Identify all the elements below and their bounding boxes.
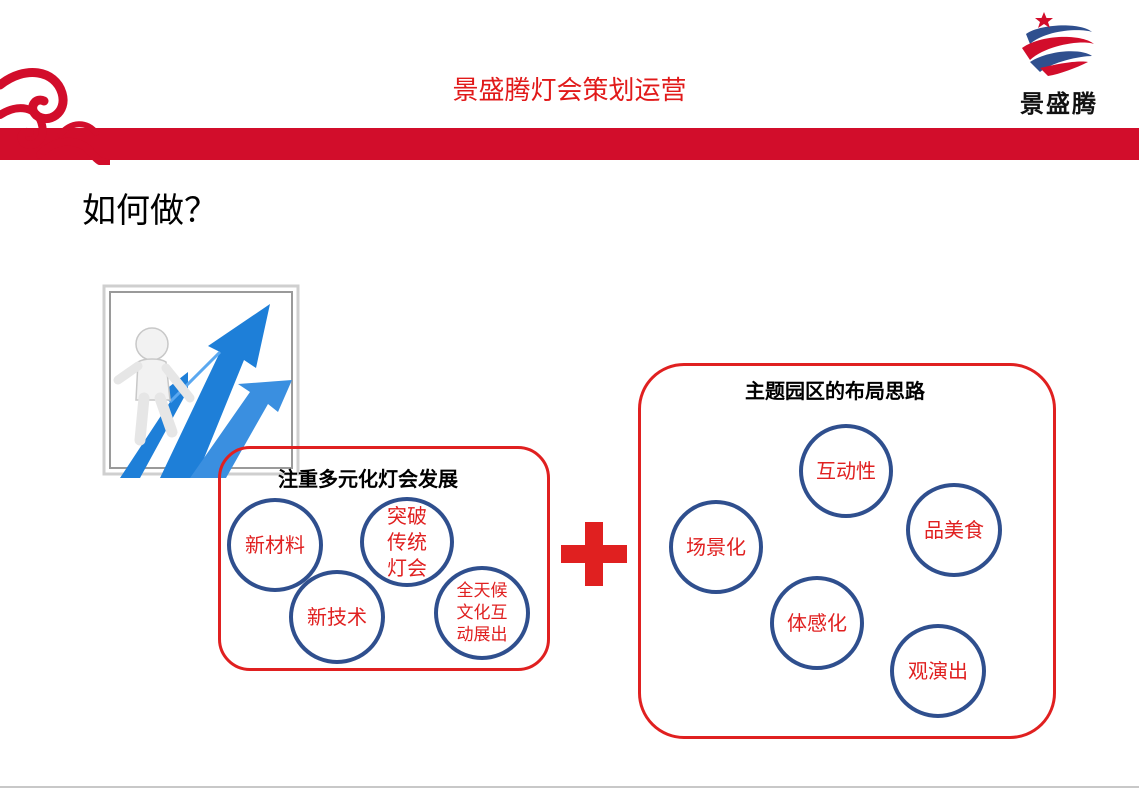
circle-item: 场景化 — [669, 500, 763, 594]
header-band — [0, 128, 1139, 160]
star-globe-icon — [1022, 12, 1094, 76]
bottom-divider — [0, 786, 1139, 788]
logo-text: 景盛腾 — [1020, 89, 1098, 118]
circle-item: 互动性 — [799, 424, 893, 518]
cloud-swirl-icon — [0, 68, 110, 165]
left-panel-title: 注重多元化灯会发展 — [278, 467, 458, 491]
circle-item: 新材料 — [227, 498, 323, 592]
circle-item: 观演出 — [890, 624, 986, 718]
circle-item: 突破传统灯会 — [360, 497, 454, 587]
circle-item: 全天候文化互动展出 — [434, 566, 530, 660]
circle-item: 品美食 — [906, 483, 1002, 577]
left-panel-frame — [218, 446, 550, 671]
right-panel-title: 主题园区的布局思路 — [745, 379, 925, 403]
right-panel-frame — [638, 363, 1056, 739]
plus-icon — [561, 522, 627, 586]
circle-item: 体感化 — [770, 576, 864, 670]
header-title: 景盛腾灯会策划运营 — [452, 76, 687, 106]
page-title: 如何做？ — [82, 191, 218, 231]
figure-on-branching-arrows — [102, 284, 300, 478]
circle-item: 新技术 — [289, 570, 385, 664]
